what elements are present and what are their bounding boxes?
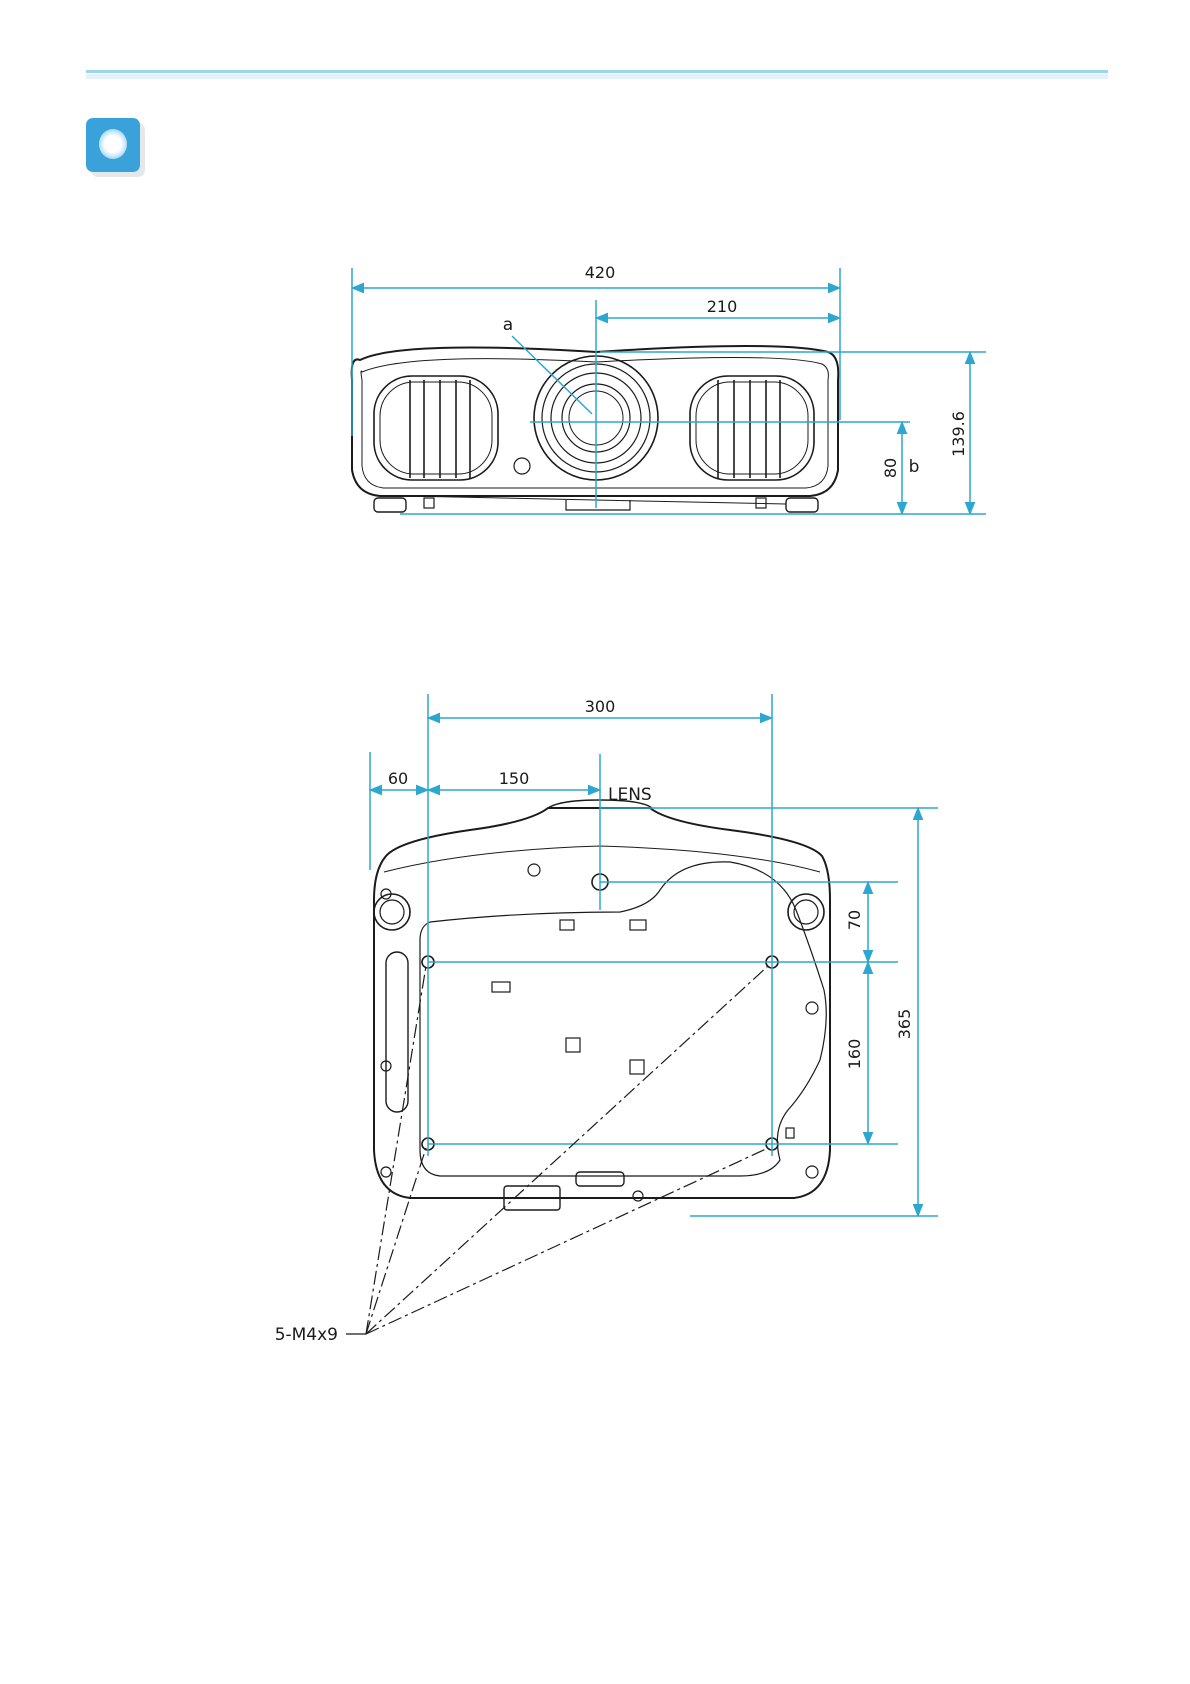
front-view-drawing [352,346,839,512]
depth-total-label: 365 [895,1009,914,1040]
bottom-view-dimensions [370,694,938,1216]
lens-callout-a: a [503,315,513,335]
lens-height-label: 80 [881,458,900,478]
front-height-label: 139.6 [949,411,968,457]
edge-offset-label: 60 [388,769,408,788]
hole-spacing-y-top-label: 70 [845,910,864,930]
lens-height-callout-b: b [909,457,920,477]
front-half-width-label: 210 [707,297,738,316]
front-width-label: 420 [585,263,616,282]
hole-spacing-y-label: 160 [845,1039,864,1070]
screw-leaders [346,966,768,1334]
screw-spec-label: 5-M4x9 [275,1325,338,1345]
lens-label: LENS [608,785,652,805]
hole-spacing-x-label: 300 [585,697,616,716]
bottom-view-drawing [374,800,830,1210]
lens-offset-label: 150 [499,769,530,788]
